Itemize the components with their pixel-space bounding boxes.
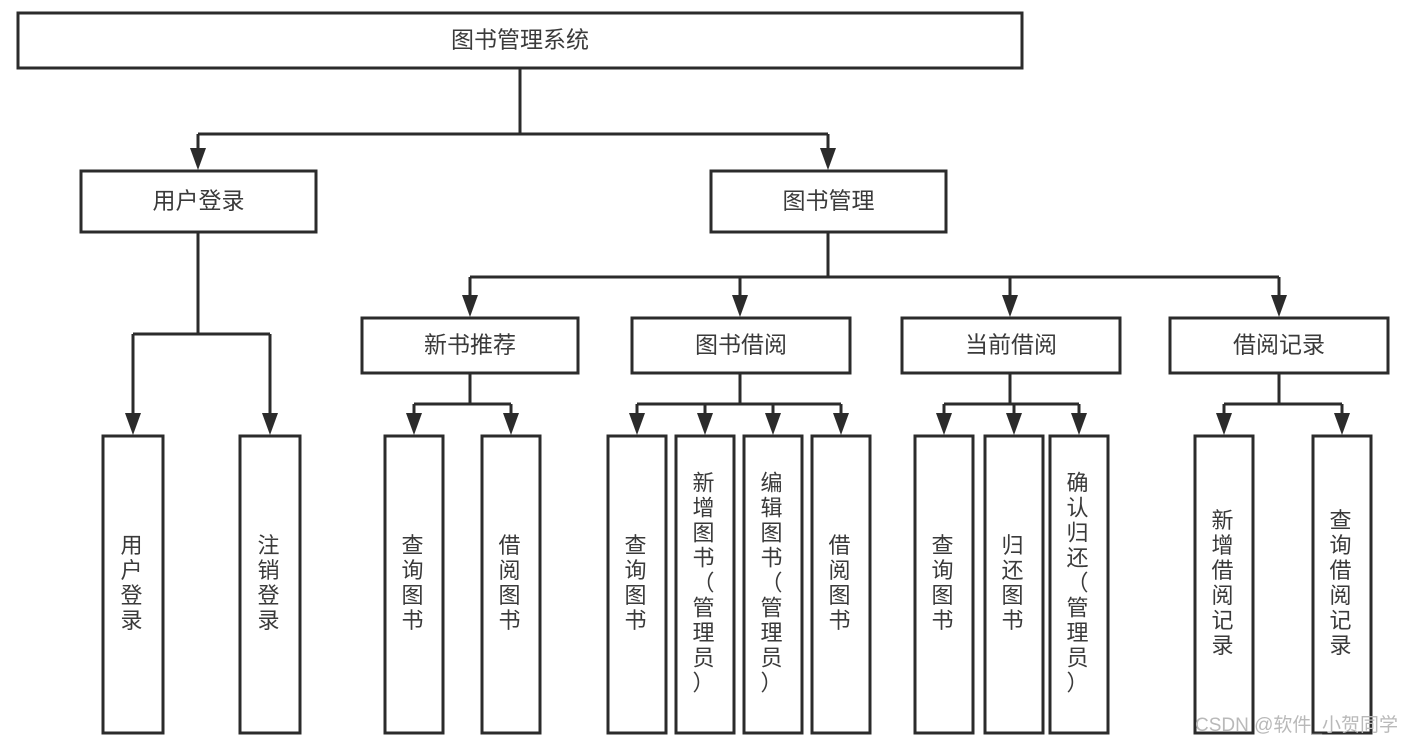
node-book-management[interactable]: 图书管理: [709, 169, 948, 234]
node-leaf-query-borrow-record[interactable]: 查询借阅记录: [1311, 434, 1373, 735]
node-label-leaf-borrow-book-recommend: 借阅图书: [498, 533, 523, 633]
node-current-borrow[interactable]: 当前借阅: [900, 316, 1122, 375]
node-borrow-records[interactable]: 借阅记录: [1168, 316, 1390, 375]
node-box-leaf-query-borrow-record[interactable]: [1311, 434, 1373, 735]
node-box-leaf-return-book[interactable]: [983, 434, 1045, 735]
node-leaf-add-book-admin[interactable]: 新增图书（管理员）: [674, 434, 736, 735]
node-label-new-book-recommend: 新书推荐: [424, 332, 516, 358]
node-leaf-user-login[interactable]: 用户登录: [101, 434, 165, 735]
connector-conn-book-borrow: [629, 373, 849, 435]
node-box-leaf-add-book-admin[interactable]: [674, 434, 736, 735]
node-box-current-borrow[interactable]: [900, 316, 1122, 375]
node-leaf-query-book-current[interactable]: 查询图书: [913, 434, 975, 735]
node-label-leaf-query-borrow-record: 查询借阅记录: [1329, 508, 1354, 658]
node-box-user-login[interactable]: [79, 169, 318, 234]
node-leaf-query-book-borrow[interactable]: 查询图书: [606, 434, 668, 735]
node-label-leaf-query-book-current: 查询图书: [931, 533, 956, 633]
node-label-leaf-edit-book-admin: 编辑图书（管理员）: [760, 470, 785, 695]
node-box-leaf-borrow-book-recommend[interactable]: [480, 434, 542, 735]
node-leaf-return-book[interactable]: 归还图书: [983, 434, 1045, 735]
node-box-leaf-query-book-current[interactable]: [913, 434, 975, 735]
node-label-leaf-user-login: 用户登录: [120, 533, 145, 633]
node-box-leaf-add-borrow-record[interactable]: [1193, 434, 1255, 735]
node-box-book-borrow[interactable]: [630, 316, 852, 375]
node-label-leaf-query-book-borrow: 查询图书: [624, 533, 649, 633]
connector-conn-borrow-records: [1216, 373, 1350, 435]
node-leaf-borrow-book-recommend[interactable]: 借阅图书: [480, 434, 542, 735]
node-label-current-borrow: 当前借阅: [965, 332, 1057, 358]
node-leaf-add-borrow-record[interactable]: 新增借阅记录: [1193, 434, 1255, 735]
node-box-leaf-confirm-return-admin[interactable]: [1048, 434, 1110, 735]
node-box-leaf-query-book-recommend[interactable]: [383, 434, 445, 735]
node-leaf-confirm-return-admin[interactable]: 确认归还（管理员）: [1048, 434, 1110, 735]
node-label-leaf-user-logout: 注销登录: [257, 533, 282, 633]
node-label-borrow-records: 借阅记录: [1233, 332, 1325, 358]
node-layer: 图书管理系统用户登录图书管理新书推荐图书借阅当前借阅借阅记录用户登录注销登录查询…: [16, 11, 1390, 735]
node-user-login[interactable]: 用户登录: [79, 169, 318, 234]
node-label-book-borrow: 图书借阅: [695, 332, 787, 358]
node-book-borrow[interactable]: 图书借阅: [630, 316, 852, 375]
node-label-user-login: 用户登录: [153, 188, 245, 214]
node-label-book-management: 图书管理: [783, 188, 875, 214]
connector-conn-new-book-recommend: [406, 373, 519, 435]
node-box-leaf-query-book-borrow[interactable]: [606, 434, 668, 735]
node-leaf-borrow-book[interactable]: 借阅图书: [810, 434, 872, 735]
node-label-leaf-add-book-admin: 新增图书（管理员）: [692, 470, 717, 695]
node-root[interactable]: 图书管理系统: [16, 11, 1024, 70]
connector-conn-book-management: [462, 232, 1287, 317]
node-label-leaf-return-book: 归还图书: [1001, 533, 1026, 633]
node-box-leaf-user-login[interactable]: [101, 434, 165, 735]
node-leaf-query-book-recommend[interactable]: 查询图书: [383, 434, 445, 735]
connector-conn-user-login: [125, 232, 278, 435]
node-box-book-management[interactable]: [709, 169, 948, 234]
node-box-leaf-edit-book-admin[interactable]: [742, 434, 804, 735]
node-box-leaf-borrow-book[interactable]: [810, 434, 872, 735]
node-label-leaf-confirm-return-admin: 确认归还（管理员）: [1066, 470, 1091, 695]
node-label-root: 图书管理系统: [451, 27, 589, 53]
node-box-borrow-records[interactable]: [1168, 316, 1390, 375]
node-box-new-book-recommend[interactable]: [360, 316, 580, 375]
node-new-book-recommend[interactable]: 新书推荐: [360, 316, 580, 375]
node-label-leaf-borrow-book: 借阅图书: [828, 533, 853, 633]
connector-conn-root: [190, 68, 836, 170]
node-box-root[interactable]: [16, 11, 1024, 70]
node-label-leaf-add-borrow-record: 新增借阅记录: [1211, 508, 1236, 658]
node-box-leaf-user-logout[interactable]: [238, 434, 302, 735]
node-leaf-user-logout[interactable]: 注销登录: [238, 434, 302, 735]
connector-layer: [125, 68, 1350, 435]
node-label-leaf-query-book-recommend: 查询图书: [401, 533, 426, 633]
node-leaf-edit-book-admin[interactable]: 编辑图书（管理员）: [742, 434, 804, 735]
connector-conn-current-borrow: [936, 373, 1087, 435]
csdn-watermark: CSDN @软件_小贺同学: [1195, 714, 1398, 736]
